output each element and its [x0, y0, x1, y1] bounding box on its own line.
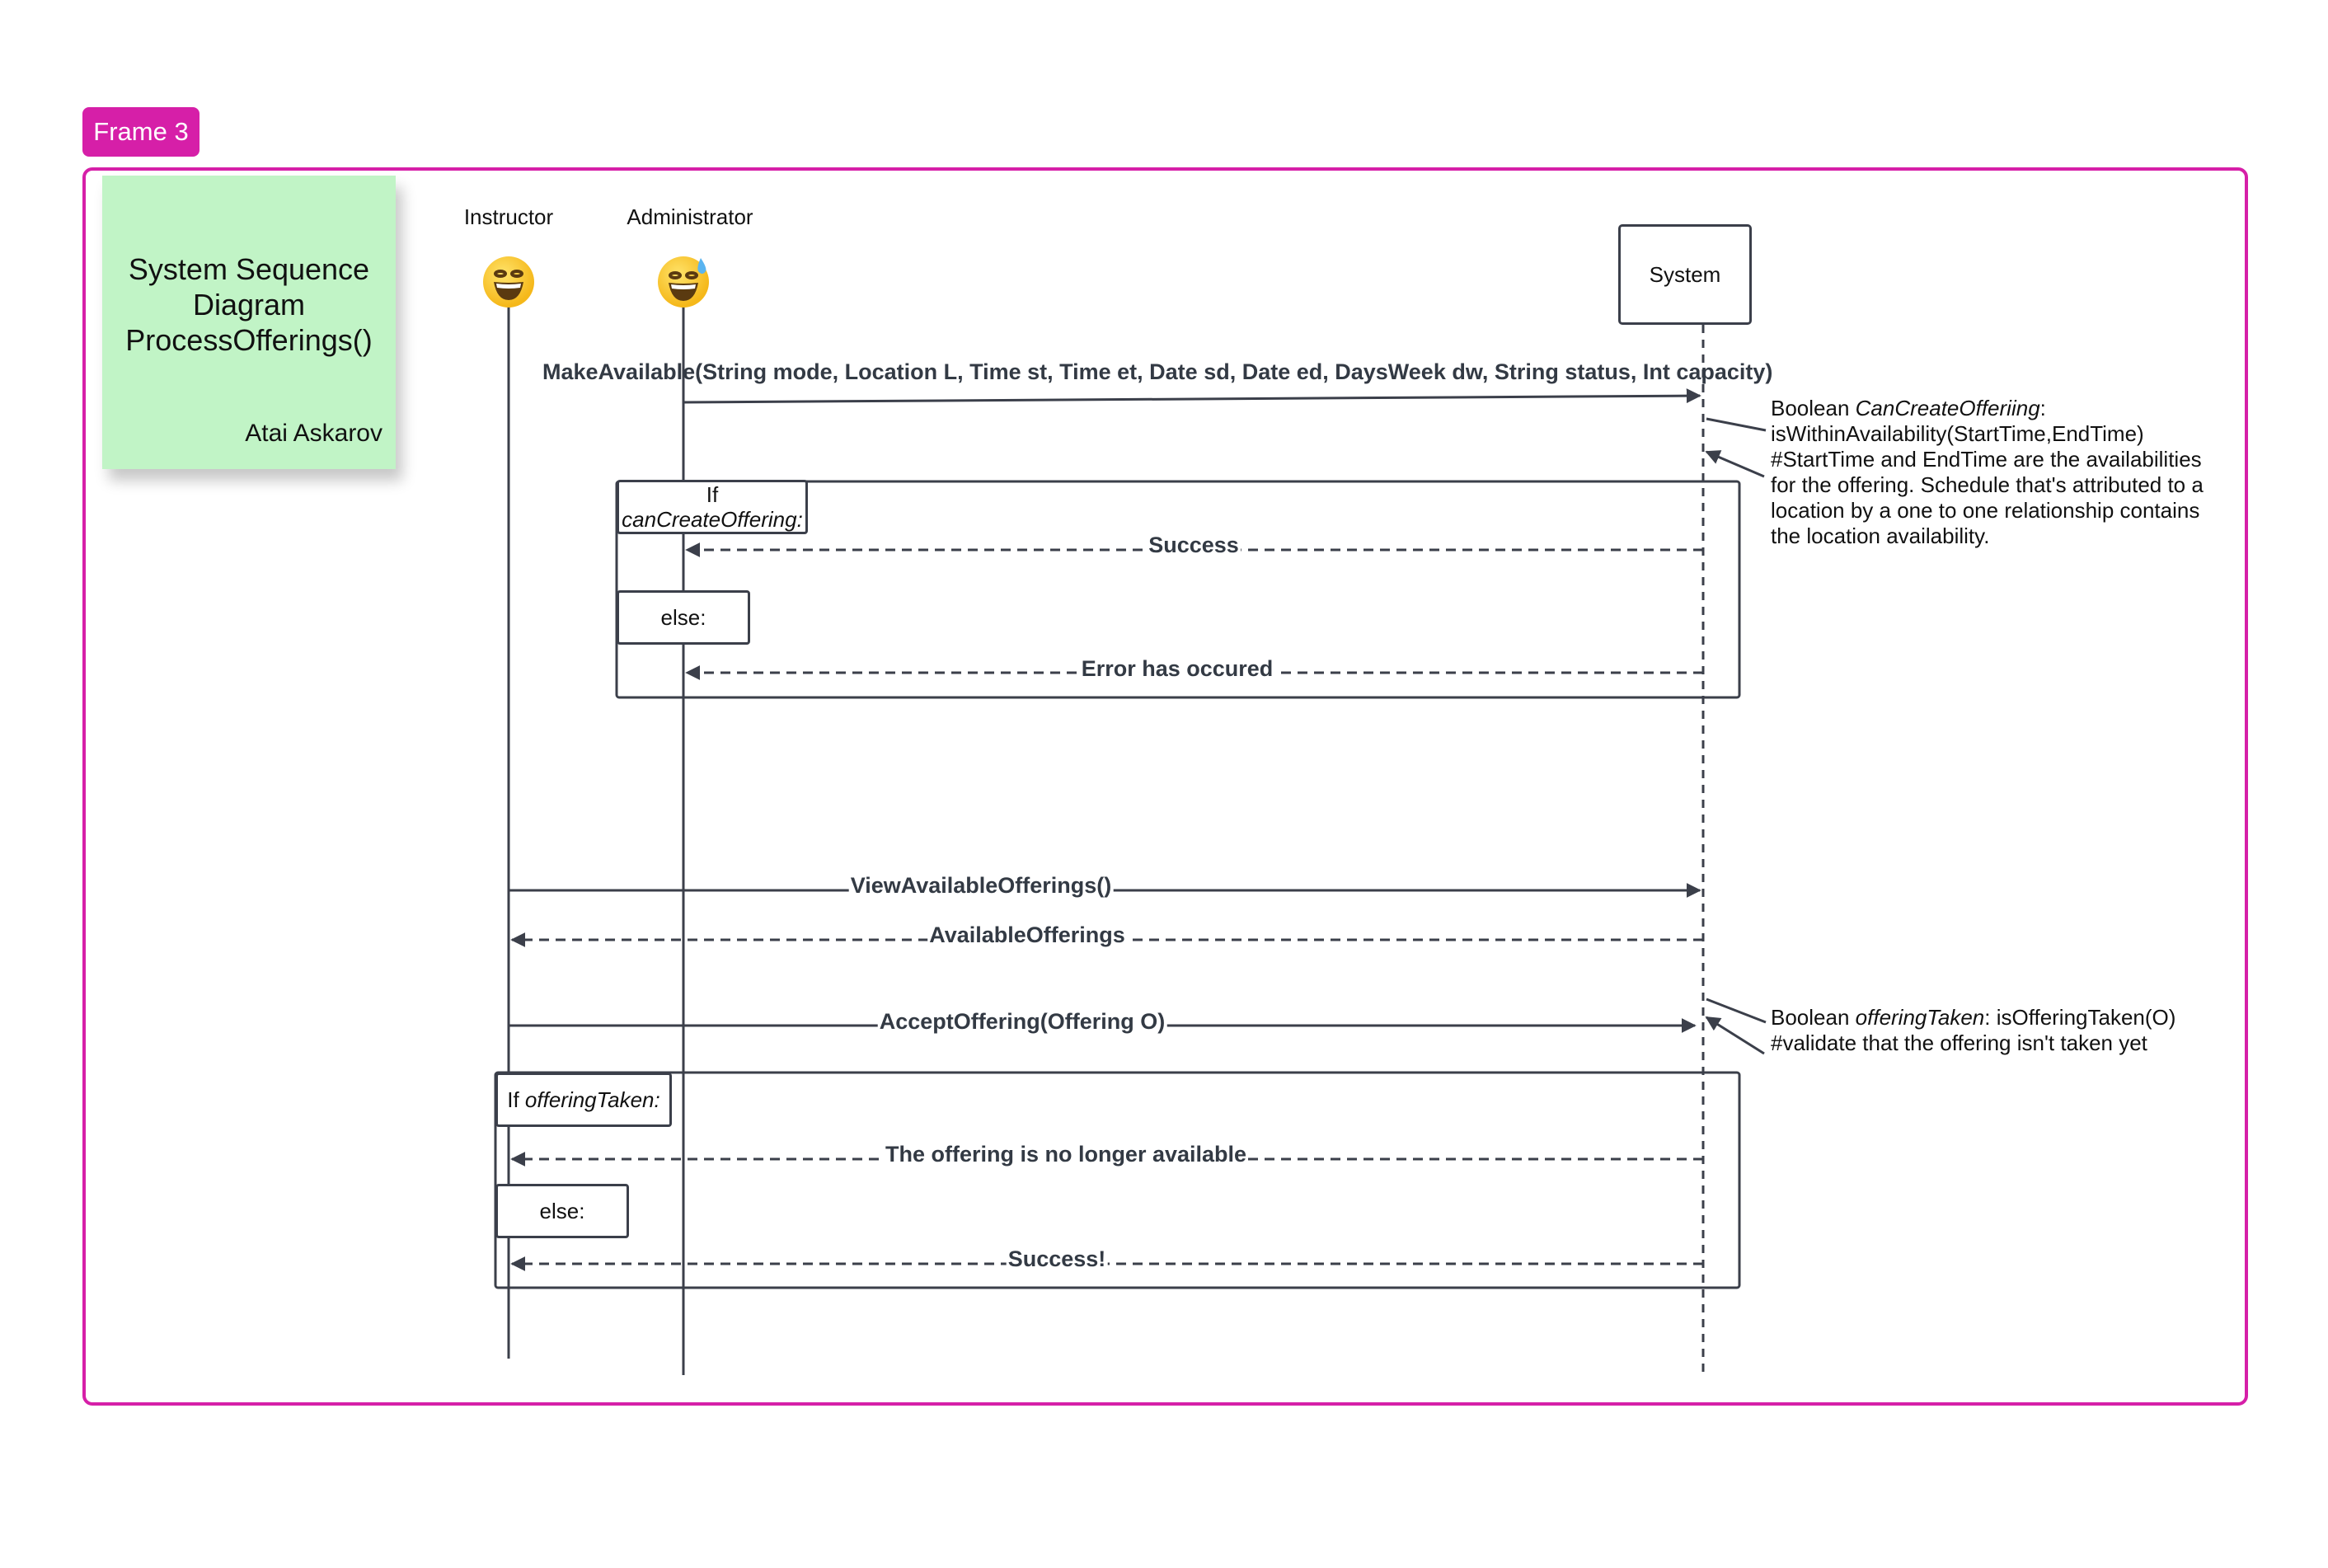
frame-border: [82, 167, 2248, 1406]
fragment-can-create-frame: [615, 480, 1741, 699]
note-taken-connector-bottom: [1705, 1016, 1765, 1055]
instructor-label: Instructor: [463, 204, 554, 229]
note-offering-taken: Boolean offeringTaken: isOfferingTaken(O…: [1771, 1005, 2175, 1056]
fragment-else-text: else:: [539, 1199, 585, 1223]
fragment-if-can-create-label: If canCreateOffering:: [617, 480, 808, 534]
note-text: #validate that the offering isn't taken …: [1771, 1030, 2147, 1055]
note-text: #StartTime and EndTime are the availabil…: [1771, 447, 2202, 472]
success-bang-label: Success!: [1006, 1246, 1108, 1272]
sticky-note-author: Atai Askarov: [245, 420, 383, 447]
system-actor-box[interactable]: System: [1618, 224, 1752, 325]
fragment-if-keyword: If: [507, 1087, 525, 1112]
note-taken-connector-top: [1706, 998, 1767, 1024]
note-text: location by a one to one relationship co…: [1771, 498, 2200, 523]
view-offerings-label: ViewAvailableOfferings(): [848, 873, 1114, 899]
note-text-italic: CanCreateOfferiing: [1855, 396, 2040, 420]
available-offerings-label: AvailableOfferings: [927, 922, 1127, 948]
sticky-note-title: System Sequence Diagram ProcessOfferings…: [125, 252, 373, 357]
note-can-create-offering: Boolean CanCreateOfferiing: isWithinAvai…: [1771, 396, 2204, 549]
note-create-connector-bottom: [1705, 450, 1765, 478]
administrator-label: Administrator: [627, 204, 753, 229]
accept-offering-label: AcceptOffering(Offering O): [877, 1009, 1167, 1035]
fragment-else-text: else:: [660, 605, 706, 630]
success-label: Success: [1147, 533, 1241, 558]
fragment-else-label-1: else:: [617, 590, 750, 645]
note-text: : isOfferingTaken(O): [1984, 1005, 2176, 1030]
system-label: System: [1649, 261, 1721, 287]
make-available-label: MakeAvailable(String mode, Location L, T…: [542, 359, 1773, 384]
note-text-italic: offeringTaken: [1855, 1005, 1985, 1030]
note-text: Boolean: [1771, 396, 1856, 420]
note-text: the location availability.: [1771, 523, 1990, 548]
sticky-note[interactable]: System Sequence Diagram ProcessOfferings…: [102, 176, 396, 469]
error-label: Error has occured: [1079, 656, 1275, 682]
grinning-face-icon: [483, 256, 534, 307]
frame-label: Frame 3: [82, 107, 199, 157]
no-longer-available-label: The offering is no longer available: [883, 1142, 1249, 1167]
fragment-else-label-2: else:: [495, 1184, 629, 1238]
fragment-if-condition: canCreateOffering:: [622, 507, 803, 532]
fragment-if-keyword: If: [706, 482, 719, 507]
note-text: :: [2039, 396, 2046, 420]
make-available-arrow: [683, 388, 1701, 404]
note-text: for the offering. Schedule that's attrib…: [1771, 472, 2204, 497]
fragment-if-offering-taken-label: If offeringTaken:: [495, 1073, 672, 1127]
note-create-connector-top: [1706, 417, 1767, 432]
fragment-if-condition: offeringTaken:: [524, 1087, 660, 1112]
grinning-sweat-face-icon: [658, 256, 709, 307]
note-text: Boolean: [1771, 1005, 1856, 1030]
note-text: isWithinAvailability(StartTime,EndTime): [1771, 421, 2144, 446]
fragment-offering-taken-frame: [494, 1071, 1741, 1289]
